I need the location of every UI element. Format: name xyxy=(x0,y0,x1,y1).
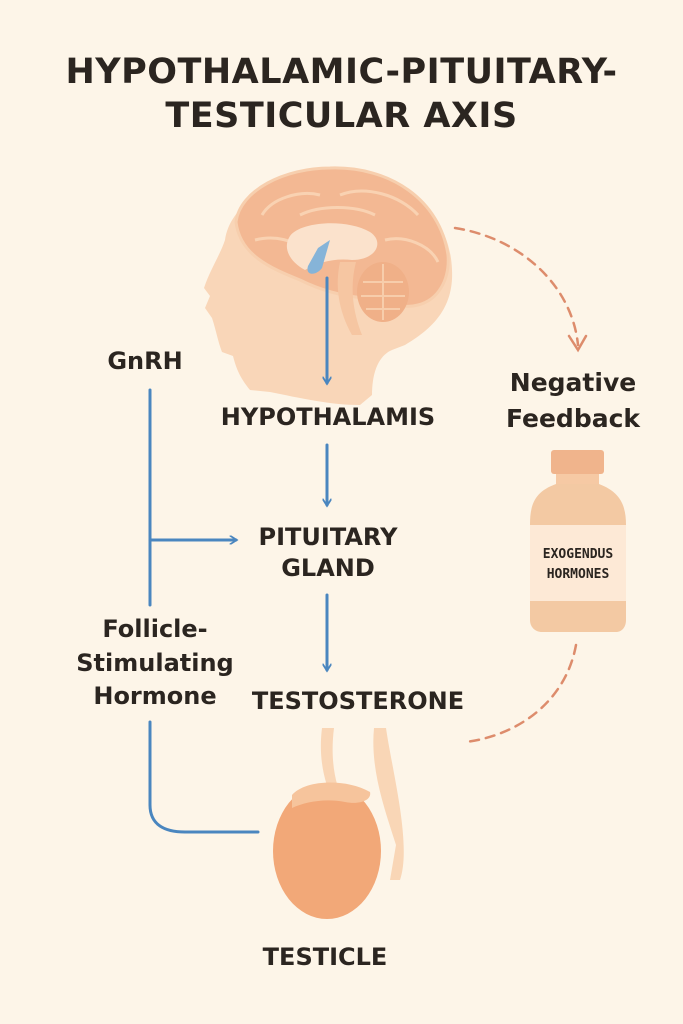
label-feedback-line-2: Feedback xyxy=(505,404,641,433)
node-testicle: TESTICLE xyxy=(262,943,388,971)
feedback-arc-bottom xyxy=(464,643,578,744)
label-feedback-line-1: Negative xyxy=(509,368,637,397)
title-line-1: HYPOTHALAMIC-PITUITARY- xyxy=(65,52,618,92)
feedback-arcs xyxy=(453,226,588,744)
bottle-label-line-2: HORMONES xyxy=(546,567,610,582)
feedback-arrow-head xyxy=(567,334,588,353)
node-pituitary-line-2: GLAND xyxy=(281,554,375,582)
label-fsh-line-1: Follicle- xyxy=(102,615,208,643)
feedback-arc-top xyxy=(453,226,580,347)
bottle-icon xyxy=(530,450,626,632)
label-fsh-line-2: Stimulating xyxy=(76,649,234,677)
title-line-2: TESTICULAR AXIS xyxy=(165,96,518,136)
fsh-line xyxy=(148,720,260,834)
node-hypothalamus: HYPOTHALAMIS xyxy=(220,403,436,431)
node-pituitary-line-1: PITUITARY xyxy=(258,523,398,551)
flow-arrows xyxy=(148,276,327,834)
label-gnrh: GnRH xyxy=(107,347,183,375)
testicle-icon xyxy=(273,728,404,919)
node-testosterone: TESTOSTERONE xyxy=(251,687,465,715)
bottle-label-line-1: EXOGENDUS xyxy=(542,547,614,562)
label-fsh-line-3: Hormone xyxy=(93,682,217,710)
